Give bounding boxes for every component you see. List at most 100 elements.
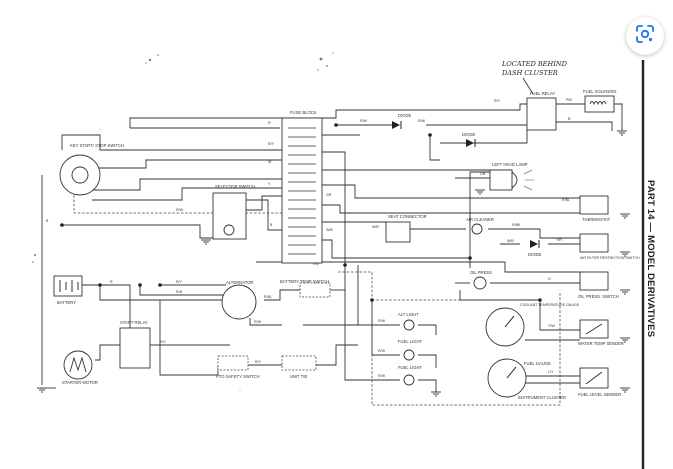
- image-search-button[interactable]: [626, 17, 664, 55]
- seat-connector: SEAT CONNECTOR: [385, 214, 427, 243]
- alt-light: ALT LIGHT: [398, 312, 419, 331]
- fuel-solenoid: FUEL SOLENOID: [583, 89, 616, 113]
- wire-code: Y/W: [312, 262, 319, 266]
- wire-code: Y: [268, 182, 271, 186]
- alt-light-label: ALT LIGHT: [398, 312, 419, 317]
- alternator-label: ALTERNATOR: [226, 280, 253, 285]
- scan-speckle: [32, 52, 411, 391]
- oil-press-light: OIL PRESS: [470, 270, 492, 290]
- wire-code: B: [46, 219, 49, 223]
- start-relay-label: START RELAY: [120, 320, 148, 325]
- wire-code: G: [548, 277, 551, 281]
- diode-2: DIODE: [462, 132, 476, 147]
- wire-code: R/W: [254, 320, 262, 324]
- wire-code: R: [268, 121, 271, 125]
- fuel-solenoid-label: FUEL SOLENOID: [583, 89, 616, 94]
- fuel-level-sender: FUEL LEVEL SENDER: [578, 367, 621, 397]
- wire-code: R/Y: [268, 142, 275, 146]
- alternator: ALTERNATOR: [221, 280, 257, 320]
- fuel-gauge-label: FUEL GAUGE: [524, 361, 551, 366]
- key-switch-label: KEY START/ STOP SWITCH: [70, 143, 124, 148]
- selector-switch-label: SELECTOR SWITCH: [215, 184, 255, 189]
- wire-code: R: [110, 280, 113, 284]
- location-note-line-1: LOCATED BEHIND: [501, 60, 568, 68]
- wire-code: W/B: [507, 239, 514, 243]
- diode-3-label: DIODE: [528, 252, 541, 257]
- fuel-relay-label: FUEL RELAY: [530, 91, 555, 96]
- wires: [40, 103, 623, 406]
- wire-code: Y/W: [548, 324, 555, 328]
- wire-code: R/BK: [512, 223, 521, 227]
- selector-switch: SELECTOR SWITCH: [212, 184, 255, 240]
- wire-code: B: [568, 117, 571, 121]
- battery-temp-switch: BATTERY TEMP SWITCH: [280, 279, 331, 298]
- diode-1-label: DIODE: [398, 113, 411, 118]
- battery-label: BATTERY: [57, 300, 76, 305]
- oil-press-switch: OIL PRESS. SWITCH: [578, 271, 619, 299]
- wire-code: R/Y: [176, 280, 183, 284]
- junction-dots: [60, 123, 542, 302]
- air-filter-switch-label: AIR FILTER RESTRICTION SWITCH: [580, 256, 640, 260]
- wire-code: W/R: [372, 225, 379, 229]
- wire-code: R/W: [378, 319, 386, 323]
- wire-code: R/W: [418, 119, 426, 123]
- left-head-lamp-label: LEFT HEAD LAMP: [492, 162, 528, 167]
- key-switch: KEY START/ STOP SWITCH: [59, 143, 124, 196]
- wire-code: L/B: [480, 172, 486, 176]
- start-relay: START RELAY: [119, 320, 151, 369]
- fuel-light: FUEL LIGHT: [398, 339, 422, 361]
- wire-code: R/Y: [255, 360, 262, 364]
- air-filter-restriction-switch: AIR FILTER RESTRICTION SWITCH: [579, 233, 640, 260]
- fuel-light-2-label: FUEL LIGHT: [398, 365, 422, 370]
- unit-tie: UNIT TIE: [281, 355, 317, 379]
- wire-code: L/Y: [548, 370, 554, 374]
- wire-code: R/Y: [494, 99, 501, 103]
- oil-press-label: OIL PRESS: [470, 270, 492, 275]
- pto-safety-switch-label: PTO SAFETY SWITCH: [216, 374, 260, 379]
- battery-temp-switch-label: BATTERY TEMP SWITCH: [280, 279, 329, 284]
- air-cleaner-label: AIR CLEANER: [466, 217, 494, 222]
- seat-connector-label: SEAT CONNECTOR: [388, 214, 427, 219]
- air-cleaner-light: AIR CLEANER: [466, 217, 494, 235]
- wire-code: GR: [326, 193, 332, 197]
- diode-3: DIODE: [528, 240, 541, 257]
- wire-codes: R R/Y W Y R/W B R/W R/W R/Y P/B B L/B GR…: [46, 98, 572, 378]
- wire-code: W/B: [326, 228, 333, 232]
- wire-code: R/B: [176, 290, 183, 294]
- fuel-level-sender-label: FUEL LEVEL SENDER: [578, 392, 621, 397]
- oil-press-switch-label: OIL PRESS. SWITCH: [578, 294, 619, 299]
- fuel-gauge: FUEL GAUGE: [487, 358, 551, 398]
- wire-code: R/BL: [562, 198, 570, 202]
- starter-motor: STARTER MOTOR STARTER MOTOR: [62, 350, 98, 385]
- fuel-relay: FUEL RELAY: [526, 91, 557, 131]
- diode-2-label: DIODE: [462, 132, 475, 137]
- fuel-light-2: FUEL LIGHT: [398, 365, 422, 386]
- wire-code: P/B: [566, 98, 572, 102]
- wire-code: W: [268, 160, 272, 164]
- fuse-block: FUSE BLOCK: [281, 110, 323, 264]
- thermostat-label: THERMOSTAT: [582, 217, 611, 222]
- left-head-lamp: LEFT HEAD LAMP: [489, 162, 534, 191]
- ground-symbols: [37, 130, 630, 397]
- wire-code: Y/R: [556, 238, 562, 242]
- instrument-cluster-label: INSTRUMENT CLUSTER: [518, 395, 566, 400]
- wire-code: R/BL: [264, 295, 272, 299]
- lens-scan-icon: [635, 24, 655, 49]
- battery: BATTERY: [53, 275, 83, 305]
- pto-safety-switch: PTO SAFETY SWITCH: [216, 355, 260, 379]
- wire-code: B: [270, 223, 273, 227]
- wire-code: R/W: [176, 208, 184, 212]
- wire-code: R/W: [378, 374, 386, 378]
- fuel-light-label: FUEL LIGHT: [398, 339, 422, 344]
- part-heading: PART 14 — MODEL DERIVATIVES: [645, 180, 656, 337]
- note-leader: [522, 77, 534, 95]
- thermostat: THERMOSTAT: [579, 195, 611, 222]
- diode-1: DIODE: [392, 113, 411, 129]
- fuse-block-label: FUSE BLOCK: [290, 110, 317, 115]
- wire-code: R/Y: [160, 340, 167, 344]
- water-temp-sender-label: WATER TEMP SENDER: [578, 341, 624, 346]
- wire-code: R/W: [360, 119, 368, 123]
- unit-tie-label: UNIT TIE: [290, 374, 308, 379]
